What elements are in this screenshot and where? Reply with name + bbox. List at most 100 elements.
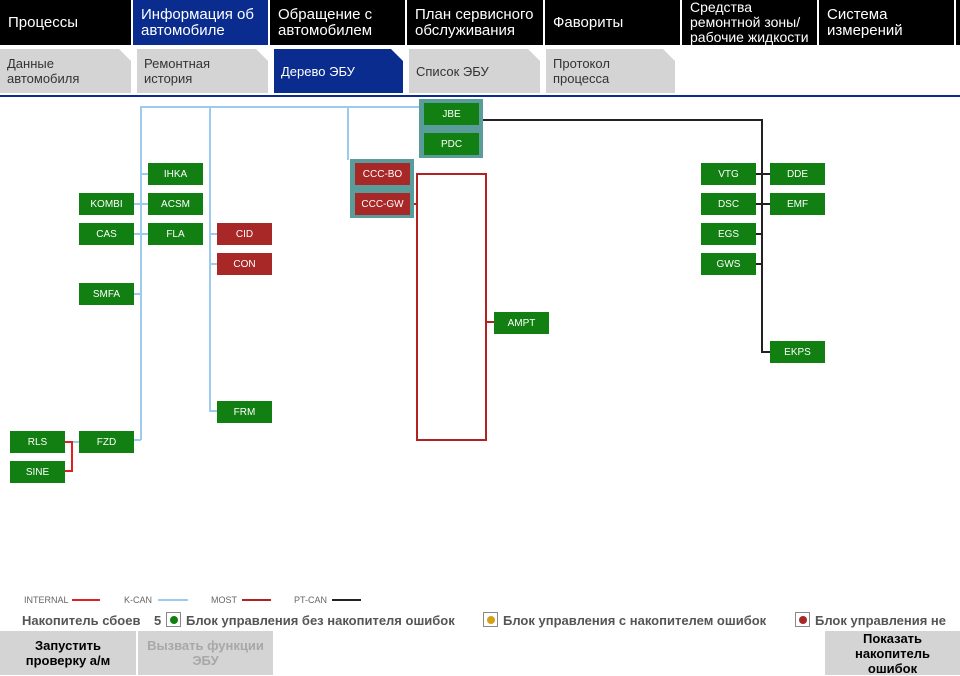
start-check-button[interactable]: Запустить проверку а/м bbox=[0, 631, 136, 675]
ecu-label: EMF bbox=[786, 198, 809, 210]
legend-most-label: MOST bbox=[211, 595, 237, 605]
menu-service-plan[interactable]: План сервисного обслуживания bbox=[407, 0, 543, 45]
ecu-label: RLS bbox=[27, 436, 48, 448]
menu-divider bbox=[680, 0, 682, 45]
ecu-pdc[interactable]: PDC bbox=[424, 133, 479, 155]
legend-nocomm-label: Блок управления не bbox=[815, 613, 947, 628]
legend-nocomm-marker bbox=[795, 612, 810, 627]
tab-ecu-tree[interactable]: Дерево ЭБУ bbox=[274, 49, 403, 93]
ecu-con[interactable]: CON bbox=[217, 253, 272, 275]
ecu-jbe[interactable]: JBE bbox=[424, 103, 479, 125]
menu-vehicle-handling-label: Обращение с автомобилем bbox=[278, 5, 373, 39]
ecu-label: DDE bbox=[786, 168, 809, 180]
ecu-label: DSC bbox=[717, 198, 740, 210]
tab-process-log-label: Протокол процесса bbox=[553, 56, 610, 86]
tab-repair-history-label: Ремонтная история bbox=[144, 56, 211, 86]
legend-fault-marker bbox=[483, 612, 498, 627]
legend-ptcan-label: PT-CAN bbox=[294, 595, 328, 605]
show-fault-memory-button[interactable]: Показать накопитель ошибок bbox=[825, 630, 960, 676]
legend-internal-line bbox=[72, 599, 100, 601]
ecu-egs[interactable]: EGS bbox=[701, 223, 756, 245]
k-can-wire bbox=[209, 107, 218, 412]
fault-memory-count: 5 bbox=[154, 613, 162, 628]
ecu-sine[interactable]: SINE bbox=[10, 461, 65, 483]
menu-divider bbox=[405, 0, 407, 45]
green-dot-icon bbox=[170, 616, 178, 624]
ecu-ekps[interactable]: EKPS bbox=[770, 341, 825, 363]
menu-processes[interactable]: Процессы bbox=[0, 0, 131, 45]
ecu-gws[interactable]: GWS bbox=[701, 253, 756, 275]
show-fault-memory-label: Показать накопитель ошибок bbox=[854, 630, 931, 676]
ecu-label: JBE bbox=[442, 108, 461, 120]
menu-divider bbox=[817, 0, 819, 45]
menu-workshop-equipment-label: Средства ремонтной зоны/ рабочие жидкост… bbox=[690, 0, 809, 45]
ecu-label: SINE bbox=[25, 466, 50, 478]
ecu-emf[interactable]: EMF bbox=[770, 193, 825, 215]
legend-kcan-label: K-CAN bbox=[124, 595, 153, 605]
ecu-kombi[interactable]: KOMBI bbox=[79, 193, 134, 215]
menu-service-plan-label: План сервисного обслуживания bbox=[415, 5, 534, 39]
call-functions-button[interactable]: Вызвать функции ЭБУ bbox=[138, 631, 273, 675]
ecu-smfa[interactable]: SMFA bbox=[79, 283, 134, 305]
header-divider bbox=[0, 95, 960, 97]
menu-measurement-system-label: Система измерений bbox=[827, 5, 903, 39]
start-check-label: Запустить проверку а/м bbox=[25, 638, 111, 668]
ecu-cid[interactable]: CID bbox=[217, 223, 272, 245]
ecu-ccc-gw[interactable]: CCC-GW bbox=[355, 193, 410, 215]
tab-repair-history[interactable]: Ремонтная история bbox=[137, 49, 268, 93]
ecu-rls[interactable]: RLS bbox=[10, 431, 65, 453]
tab-vehicle-data-label: Данные автомобиля bbox=[7, 56, 80, 86]
ecu-dsc[interactable]: DSC bbox=[701, 193, 756, 215]
legend-ok-label: Блок управления без накопителя ошибок bbox=[186, 613, 455, 628]
menu-divider bbox=[268, 0, 270, 45]
ecu-label: FLA bbox=[166, 228, 185, 240]
legend-kcan-line bbox=[158, 599, 188, 601]
pt-can-wire bbox=[481, 119, 770, 353]
ecu-cas[interactable]: CAS bbox=[79, 223, 134, 245]
ecu-label: IHKA bbox=[163, 168, 188, 180]
k-can-wires bbox=[64, 106, 420, 443]
internal-wires bbox=[64, 441, 73, 472]
ecu-frm[interactable]: FRM bbox=[217, 401, 272, 423]
ecu-ihka[interactable]: IHKA bbox=[148, 163, 203, 185]
legend-internal-label: INTERNAL bbox=[24, 595, 69, 605]
ecu-vtg[interactable]: VTG bbox=[701, 163, 756, 185]
menu-favorites-label: Фавориты bbox=[553, 13, 624, 31]
top-menu: Процессы Информация об автомобиле Обраще… bbox=[0, 0, 960, 45]
menu-vehicle-handling[interactable]: Обращение с автомобилем bbox=[270, 0, 405, 45]
ecu-label: FRM bbox=[233, 406, 256, 418]
tab-vehicle-data[interactable]: Данные автомобиля bbox=[0, 49, 131, 93]
tab-ecu-list-label: Список ЭБУ bbox=[416, 63, 489, 79]
ecu-dde[interactable]: DDE bbox=[770, 163, 825, 185]
ecu-ccc-bo[interactable]: CCC-BO bbox=[355, 163, 410, 185]
ecu-fla[interactable]: FLA bbox=[148, 223, 203, 245]
ecu-ampt[interactable]: AMPT bbox=[494, 312, 549, 334]
call-functions-label: Вызвать функции ЭБУ bbox=[147, 638, 264, 668]
tab-process-log[interactable]: Протокол процесса bbox=[546, 49, 675, 93]
menu-vehicle-info-label: Информация об автомобиле bbox=[141, 5, 254, 39]
ecu-label: SMFA bbox=[92, 288, 121, 300]
tab-ecu-tree-label: Дерево ЭБУ bbox=[281, 63, 355, 79]
ecu-label: CCC-GW bbox=[361, 198, 404, 210]
menu-divider bbox=[954, 0, 956, 45]
menu-divider bbox=[543, 0, 545, 45]
tab-ecu-list[interactable]: Список ЭБУ bbox=[409, 49, 540, 93]
ecu-label: ACSM bbox=[161, 198, 190, 210]
menu-favorites[interactable]: Фавориты bbox=[545, 0, 680, 45]
menu-workshop-equipment[interactable]: Средства ремонтной зоны/ рабочие жидкост… bbox=[682, 0, 817, 45]
menu-measurement-system[interactable]: Система измерений bbox=[819, 0, 954, 45]
red-dot-icon bbox=[799, 616, 807, 624]
legend-ok-marker bbox=[166, 612, 181, 627]
ecu-label: CID bbox=[235, 228, 254, 240]
ecu-label: CAS bbox=[96, 228, 117, 240]
ecu-fzd[interactable]: FZD bbox=[79, 431, 134, 453]
internal-wire bbox=[64, 441, 73, 472]
yellow-dot-icon bbox=[487, 616, 495, 624]
menu-divider bbox=[131, 0, 133, 45]
menu-processes-label: Процессы bbox=[8, 13, 79, 31]
ecu-label: VTG bbox=[718, 168, 739, 180]
ecu-acsm[interactable]: ACSM bbox=[148, 193, 203, 215]
menu-vehicle-info[interactable]: Информация об автомобиле bbox=[133, 0, 268, 45]
